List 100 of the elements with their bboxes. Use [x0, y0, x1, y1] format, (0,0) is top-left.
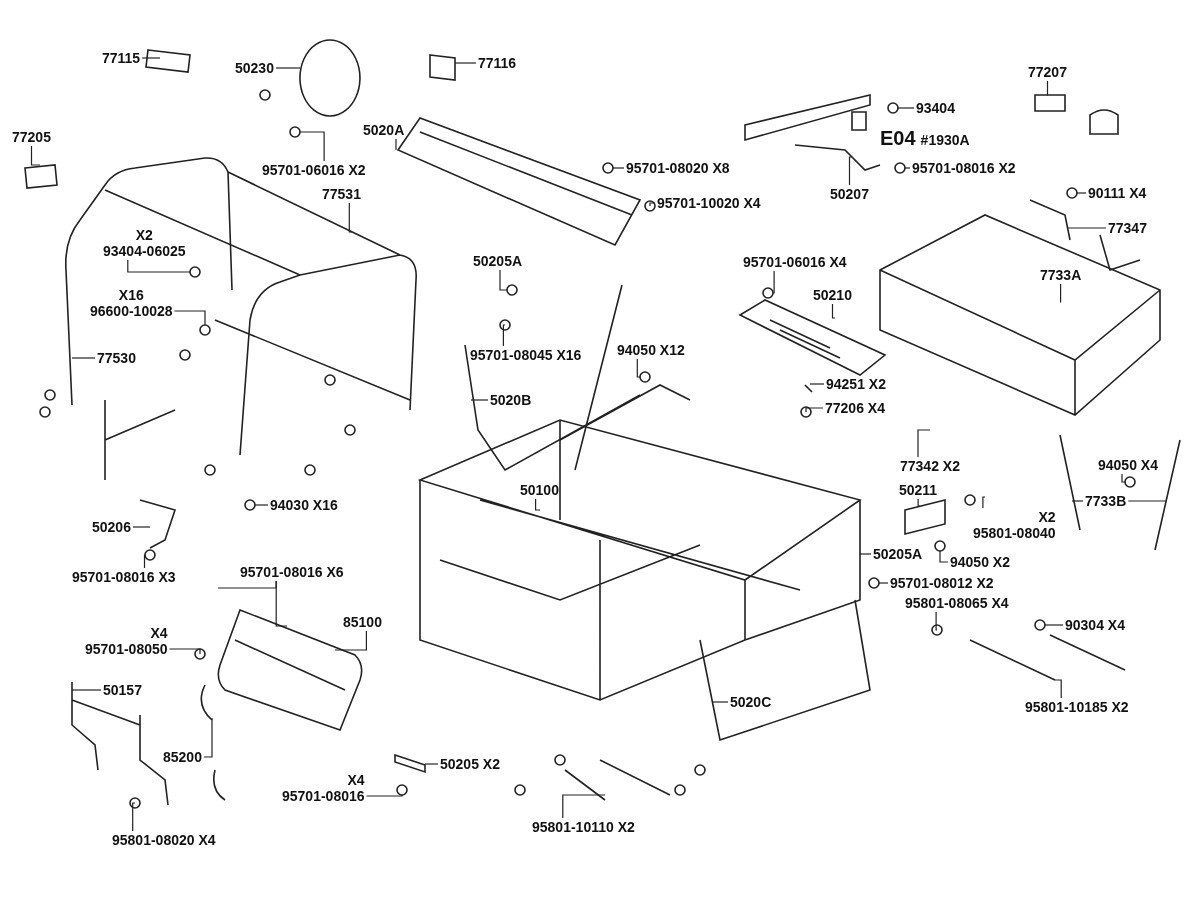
- leader-line: [499, 269, 508, 291]
- leader-line: [805, 407, 824, 413]
- part-number-label: 95801-08065 X4: [905, 595, 1009, 611]
- part-number-label: 96600-10028: [90, 303, 173, 319]
- leader-line: [1046, 80, 1049, 96]
- leader-line: [772, 270, 775, 294]
- leader-line: [1076, 192, 1087, 194]
- leader-line: [859, 553, 872, 555]
- bolt-icon: [762, 287, 774, 299]
- leader-line: [168, 648, 201, 655]
- part-number-label: 95701-08012 X2: [890, 575, 994, 591]
- bolt-icon: [129, 797, 141, 809]
- leader-line: [1059, 283, 1062, 303]
- leader-line: [831, 303, 836, 319]
- leader-line: [454, 62, 477, 64]
- part-number-label: 50210: [813, 287, 852, 303]
- part-number-label: 93404: [916, 100, 955, 116]
- part-number-label: 7733B: [1085, 493, 1127, 509]
- part-number-label: 50207: [830, 186, 869, 202]
- leader-line: [132, 802, 136, 832]
- part-number-label: 95701-08016 X3: [72, 569, 176, 585]
- leader-line: [982, 496, 986, 509]
- part-number-label: 95701-06016 X4: [743, 254, 847, 270]
- bolt-icon: [934, 540, 946, 552]
- leader-line: [935, 611, 938, 631]
- leader-line: [348, 202, 353, 233]
- leader-line: [917, 498, 921, 507]
- part-number-label: 77347: [1108, 220, 1147, 236]
- part-number-label: 77207: [1028, 64, 1067, 80]
- part-number-label: 5020B: [490, 392, 532, 408]
- bolt-icon: [144, 549, 156, 561]
- leader-line: [365, 794, 403, 797]
- bolt-icon: [602, 162, 614, 174]
- leader-line: [897, 107, 915, 109]
- part-number-label: 95701-10020 X4: [657, 195, 761, 211]
- quantity-label: X4: [149, 625, 168, 641]
- leader-line: [334, 630, 367, 651]
- part-number-label: 95801-10110 X2: [532, 819, 635, 835]
- leader-line: [395, 138, 397, 151]
- part-number-label: 94251 X2: [826, 376, 886, 392]
- part-number-label: 95701-06016 X2: [262, 162, 366, 178]
- part-number-label: 85200: [163, 749, 202, 765]
- leader-line: [1044, 624, 1064, 626]
- part-number-label: 50230: [235, 60, 274, 76]
- part-number-label: 50205 X2: [440, 756, 500, 772]
- leader-line: [848, 156, 853, 186]
- leader-line: [1121, 473, 1126, 483]
- leader-line: [217, 580, 277, 589]
- leader-line: [203, 717, 213, 758]
- leader-line: [1054, 679, 1062, 699]
- leader-line: [299, 131, 325, 162]
- part-number-label: 94050 X4: [1098, 457, 1158, 473]
- part-number-label: 85100: [343, 614, 382, 630]
- leader-line: [127, 259, 191, 273]
- leader-line: [809, 383, 825, 385]
- part-number-label: 77115: [102, 50, 141, 66]
- bolt-icon: [644, 200, 656, 212]
- leader-line: [612, 167, 625, 169]
- bolt-icon: [1034, 619, 1046, 631]
- bolt-icon: [506, 284, 518, 296]
- part-number-label: 50206: [92, 519, 131, 535]
- part-number-label: 7733A: [1040, 267, 1082, 283]
- part-number-label: 77531: [322, 186, 361, 202]
- leader-line: [141, 57, 161, 59]
- quantity-label: X2: [1037, 509, 1056, 525]
- bolt-icon: [931, 624, 943, 636]
- part-number-label: 95701-08020 X8: [626, 160, 730, 176]
- bolt-icon: [868, 577, 880, 589]
- quantity-label: X4: [346, 772, 365, 788]
- part-number-label: 94030 X16: [270, 497, 338, 513]
- quantity-label: X2: [134, 227, 154, 243]
- bolt-icon: [499, 319, 511, 331]
- leader-line: [275, 67, 301, 69]
- bolt-icon: [887, 102, 899, 114]
- leader-line: [173, 310, 206, 326]
- leader-line: [30, 145, 41, 166]
- part-number-label: 95801-08040: [973, 525, 1056, 541]
- bolt-icon: [289, 126, 301, 138]
- leader-line: [143, 554, 146, 569]
- leader-line: [917, 429, 931, 458]
- leader-line: [1071, 500, 1084, 502]
- part-number-label: 95701-08016 X2: [912, 160, 1016, 176]
- bolt-icon: [639, 371, 651, 383]
- leader-line: [649, 202, 656, 207]
- bolt-icon: [199, 324, 211, 336]
- leader-line: [636, 358, 641, 378]
- leader-line: [939, 550, 949, 563]
- part-number-label: 5020C: [730, 694, 772, 710]
- leader-line: [711, 701, 729, 703]
- part-number-label: 77342 X2: [900, 458, 960, 474]
- part-number-label: 50205A: [873, 546, 923, 562]
- bolt-icon: [894, 162, 906, 174]
- leader-line: [71, 689, 102, 691]
- part-number-label: 90111 X4: [1088, 185, 1147, 201]
- part-number-label: 95701-08050: [85, 641, 168, 657]
- leader-line: [562, 794, 606, 819]
- bolt-icon: [189, 266, 201, 278]
- reference-number-label: #1930A: [920, 132, 970, 148]
- leader-line: [535, 498, 541, 511]
- part-number-label: 50100: [520, 482, 559, 498]
